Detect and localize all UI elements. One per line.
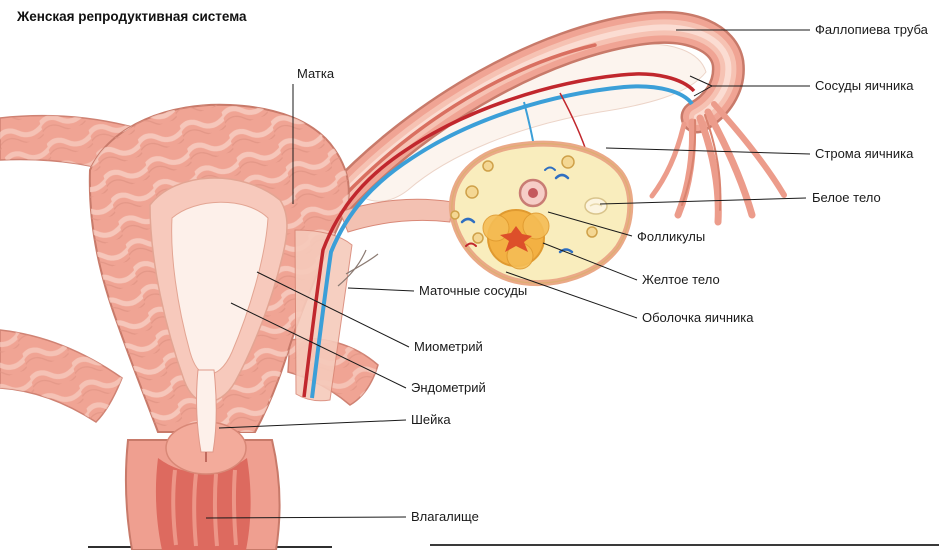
artery-path xyxy=(302,72,696,398)
leader-ovarian-vessels-fork2 xyxy=(693,85,713,97)
corpus-albicans-shape xyxy=(584,197,608,215)
label-vagina: Влагалище xyxy=(411,509,479,524)
leader-ovarian-vessels-fork1 xyxy=(689,75,713,87)
leader-corpus-luteum xyxy=(542,242,638,281)
leader-cervix xyxy=(218,419,407,429)
cervix-shape xyxy=(165,369,247,475)
vein-path xyxy=(310,84,694,399)
labels: Женская репродуктивная система Матка Фал… xyxy=(16,9,929,524)
ovary-vessel-squiggles xyxy=(460,166,574,254)
ovary-shape xyxy=(448,140,634,286)
leader-follicles xyxy=(547,211,633,237)
fallopian-tube-shape xyxy=(323,10,745,215)
leader-ovarian-stroma xyxy=(605,147,811,155)
label-corpus-luteum: Желтое тело xyxy=(642,272,720,287)
leader-corpus-albicans xyxy=(599,197,807,205)
leader-myometrium xyxy=(256,271,410,348)
label-cervix: Шейка xyxy=(411,412,451,427)
vagina-shape xyxy=(124,439,281,550)
label-fallopian-tube: Фаллопиева труба xyxy=(815,22,929,37)
label-follicles: Фолликулы xyxy=(637,229,705,244)
corpus-luteum-shape xyxy=(482,209,550,270)
leader-ovarian-capsule xyxy=(505,271,638,319)
uterine-cavity-shape xyxy=(171,201,269,375)
leader-uterine-vessels xyxy=(347,287,415,292)
leader-vagina xyxy=(205,516,407,519)
leader-lines xyxy=(205,29,811,519)
label-ovarian-vessels: Сосуды яичника xyxy=(815,78,914,93)
label-ovarian-stroma: Строма яичника xyxy=(815,146,914,161)
dominant-follicle-shape xyxy=(518,178,548,208)
label-endometrium: Эндометрий xyxy=(411,380,486,395)
ovarian-ligament-shape xyxy=(339,198,453,233)
label-uterine-vessels: Маточные сосуды xyxy=(419,283,527,298)
label-ovarian-capsule: Оболочка яичника xyxy=(642,310,754,325)
label-corpus-albicans: Белое тело xyxy=(812,190,881,205)
label-myometrium: Миометрий xyxy=(414,339,483,354)
figure-title: Женская репродуктивная система xyxy=(16,9,247,24)
fimbriae-shape xyxy=(649,101,787,226)
label-uterus: Матка xyxy=(297,66,335,81)
leader-endometrium xyxy=(230,302,407,389)
follicles-shapes xyxy=(450,155,598,244)
